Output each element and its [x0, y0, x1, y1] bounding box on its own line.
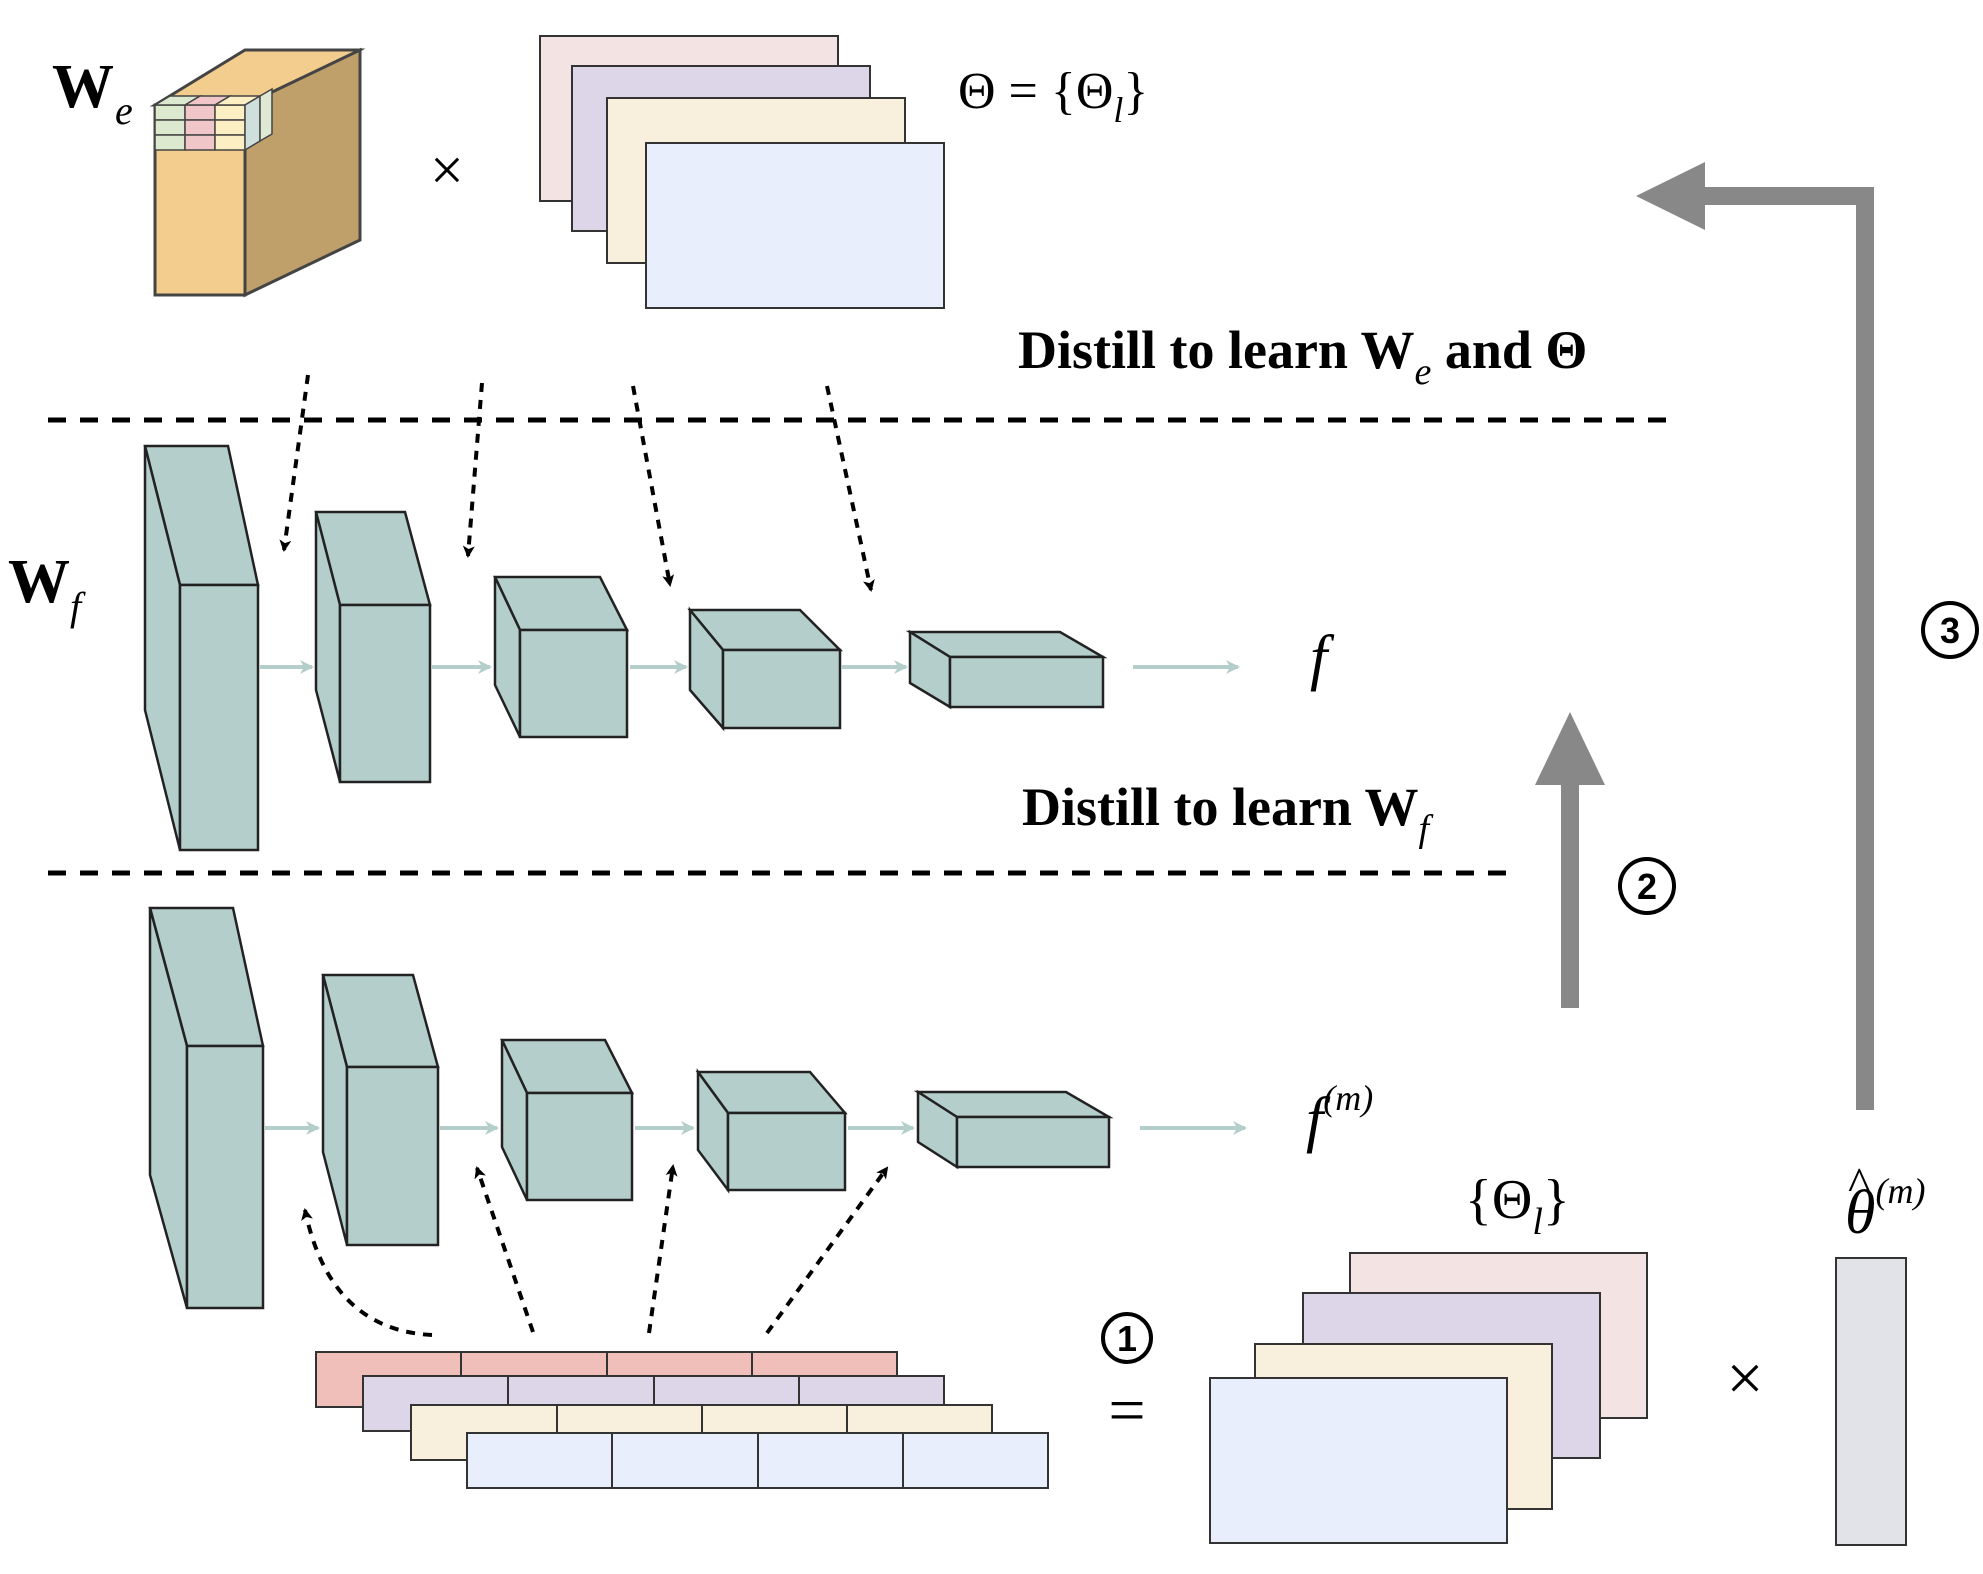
wf-block-1: [143, 444, 260, 852]
times-sign-bottom: ×: [1726, 1342, 1763, 1415]
parameter-grid: [315, 1351, 1049, 1489]
wf-label-subscript: f: [70, 584, 86, 629]
wf-block-3: [493, 575, 630, 739]
theta-layer-blue-bottom: [1209, 1377, 1508, 1544]
svg-text:2: 2: [1637, 866, 1657, 907]
distill-we-theta-label: Distill to learn We and Θ: [1018, 320, 1587, 393]
we-tensor-slab: [149, 47, 366, 298]
step-1-marker: 1: [1101, 1312, 1153, 1364]
fm-block-4: [695, 1068, 848, 1194]
wf-block-2: [314, 510, 432, 784]
theta-stack-top: [539, 35, 945, 309]
svg-text:3: 3: [1940, 610, 1960, 651]
theta-equation: Θ = {Θl}: [958, 63, 1148, 130]
fm-network: [148, 906, 1114, 1310]
theta-hat-vector: [1835, 1257, 1907, 1546]
distill-wf-label: Distill to learn Wf: [1022, 777, 1433, 850]
we-slab-grid: [152, 87, 273, 152]
generate-arrows-bottom: [301, 1164, 889, 1337]
svg-text:1: 1: [1117, 1318, 1137, 1359]
theta-set-label: {Θl}: [1465, 1169, 1570, 1243]
wf-block-5: [905, 629, 1108, 710]
we-label-subscript: e: [115, 88, 133, 133]
fm-block-5: [913, 1089, 1114, 1170]
fm-block-1: [148, 906, 265, 1310]
fm-block-2: [321, 973, 440, 1247]
we-label: W: [52, 53, 114, 121]
theta-hat-accent: ^: [1848, 1158, 1871, 1211]
step-2-marker: 2: [1618, 857, 1676, 915]
wf-label: W: [8, 548, 70, 616]
distill-arrows-top: [279, 374, 875, 592]
f-output-label: f: [1310, 624, 1335, 692]
theta-layer-blue-top: [645, 142, 945, 309]
fm-block-3: [500, 1038, 635, 1202]
step-2-arrow: [1535, 712, 1605, 1008]
step-3-arrow: [1636, 162, 1874, 1110]
theta-hat-label: θ(m): [1845, 1171, 1925, 1247]
theta-stack-bottom: [1209, 1252, 1648, 1544]
step-3-marker: 3: [1921, 601, 1979, 659]
grid-row-blue: [466, 1432, 1049, 1489]
times-sign-top: ×: [430, 137, 464, 203]
equals-sign: =: [1108, 1374, 1145, 1447]
fm-output-label: f(m): [1306, 1078, 1373, 1154]
wf-block-4: [687, 606, 844, 732]
wf-network: [143, 444, 1108, 852]
